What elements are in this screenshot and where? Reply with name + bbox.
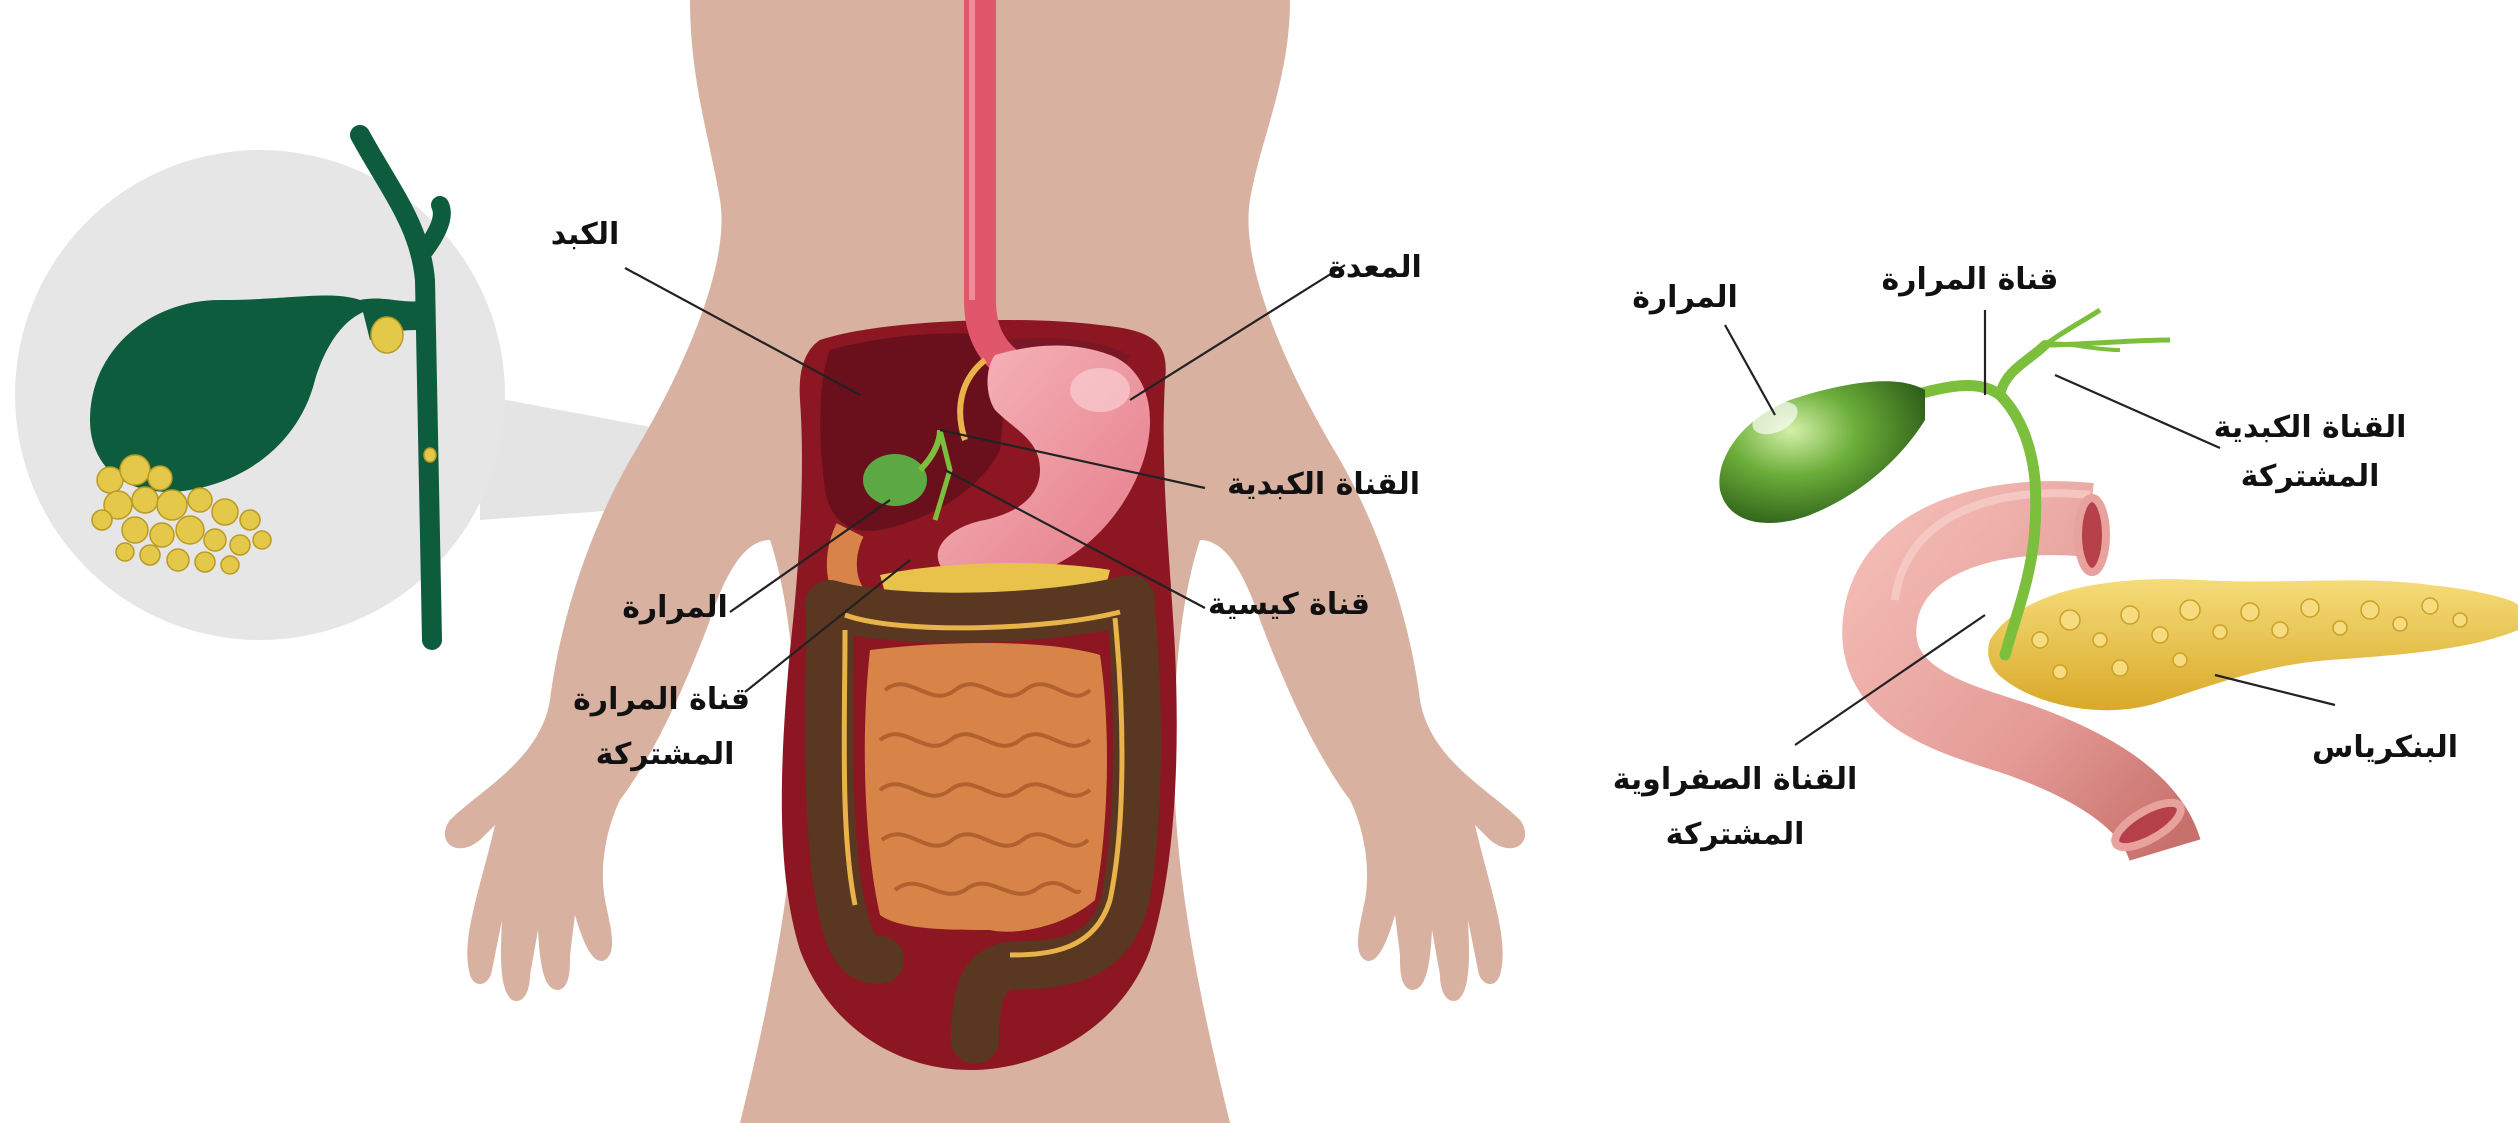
cystic-duct — [1915, 386, 2000, 395]
pancreas — [1988, 579, 2518, 710]
label-liver: الكبد — [530, 215, 640, 256]
label-common-hepatic-duct: القناة الكبدية المشتركة — [2195, 408, 2425, 497]
label-gallbladder-duct: قناة المرارة — [1870, 260, 2070, 301]
label-pancreas: البنكرياس — [2280, 728, 2490, 769]
gallbladder — [863, 454, 927, 506]
label-stomach: المعدة — [1315, 248, 1435, 289]
label-cystic-duct: قناة كيسية — [1200, 585, 1370, 626]
label-common-bile-duct-detail: القناة الصفراوية المشتركة — [1605, 760, 1865, 855]
common-hepatic-duct — [2000, 345, 2045, 395]
label-detail-gallbladder: المرارة — [1610, 278, 1760, 319]
label-hepatic-duct: القناة الكبدية — [1190, 465, 1420, 506]
label-common-bile-duct: قناة المرارة المشتركة — [580, 680, 750, 775]
label-gallbladder: المرارة — [615, 588, 735, 629]
detail-gallbladder — [1719, 381, 1925, 523]
